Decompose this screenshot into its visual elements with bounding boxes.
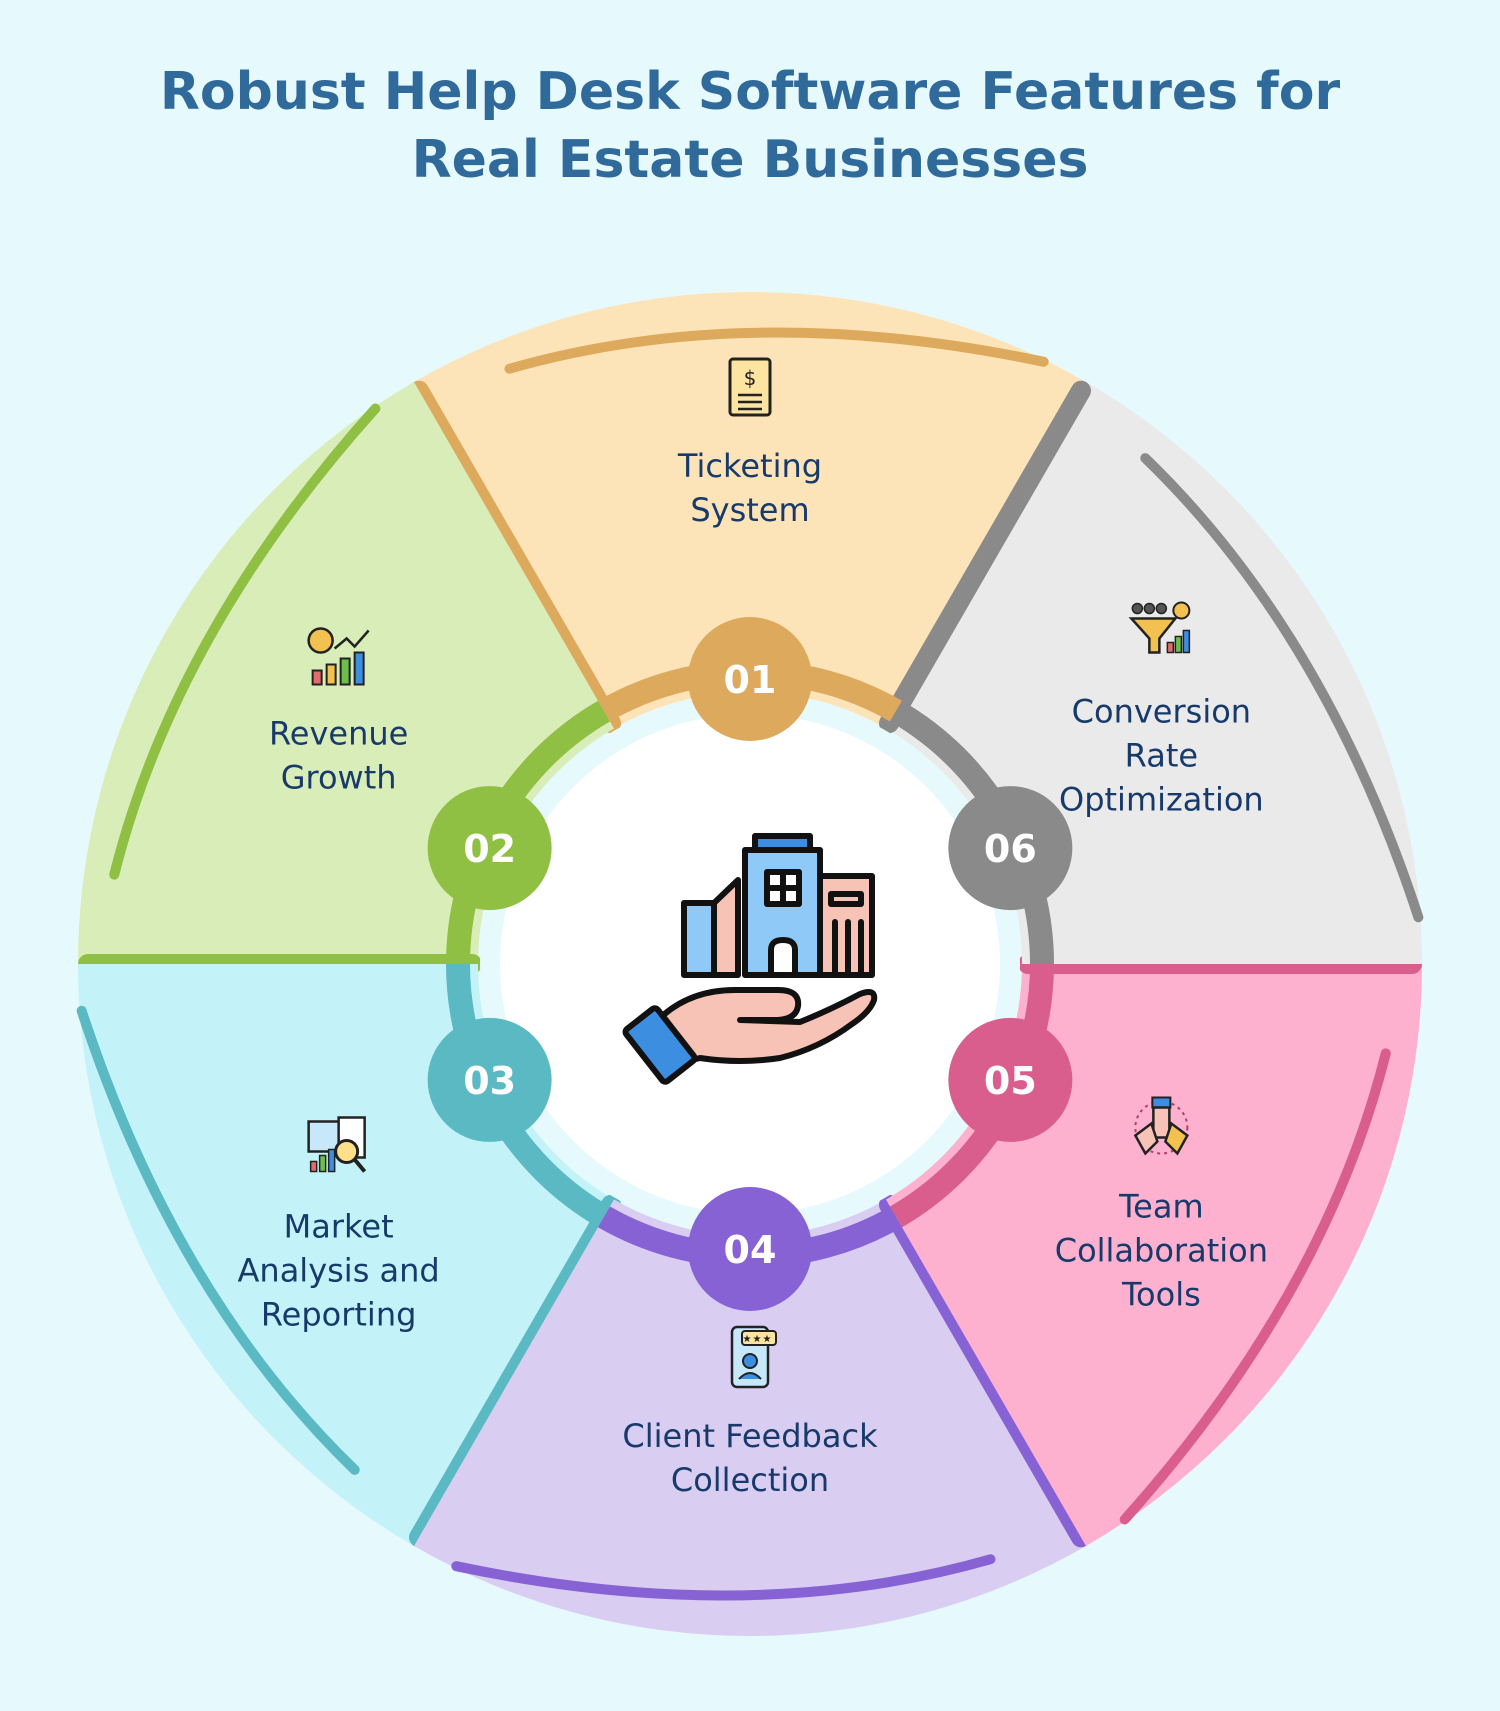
hand-holding-buildings-icon [622, 833, 878, 1085]
number-badge-01 [688, 617, 812, 741]
segment-divider-06 [879, 380, 1091, 734]
segment-label-line: Collaboration [1055, 1232, 1268, 1270]
report-bar [309, 1160, 318, 1173]
funnel-bar [1182, 629, 1191, 654]
team-hand-left [1133, 1121, 1159, 1156]
chart-bar [353, 651, 365, 686]
report-bar [318, 1154, 327, 1173]
segment-label-line: System [690, 491, 809, 529]
segment-label-line: Growth [281, 759, 397, 797]
segment-swoosh-06 [1140, 453, 1424, 923]
segment-swoosh-04 [451, 1554, 996, 1601]
team-hand-right [1163, 1121, 1189, 1156]
feedback-phone-icon: ★★★ [730, 1325, 777, 1389]
funnel-person [1131, 602, 1144, 615]
segment-label-line: Revenue [269, 715, 408, 753]
segment-label-line: Ticketing [677, 447, 822, 485]
chart-bar [339, 657, 351, 686]
segment-label-line: Client Feedback [622, 1417, 878, 1455]
rating-star: ★ [753, 1334, 762, 1345]
chart-bar [311, 669, 323, 686]
segment-swoosh-03 [76, 1005, 360, 1475]
number-badge-03 [427, 1017, 552, 1142]
page-title: Robust Help Desk Software Features for R… [0, 58, 1500, 194]
segment-label-line: Conversion [1072, 693, 1251, 731]
conversion-funnel-icon [1128, 601, 1191, 654]
segment-label-line: Analysis and [238, 1252, 440, 1290]
rating-bubble [741, 1330, 777, 1346]
segment-label-line: Reporting [261, 1296, 417, 1334]
magnifier-handle [353, 1158, 367, 1173]
rating-star: ★ [763, 1334, 772, 1345]
number-badge-06 [948, 786, 1073, 911]
title-line-1: Robust Help Desk Software Features for [159, 62, 1341, 122]
magnifier-lens [334, 1139, 360, 1164]
revenue-chart-icon [307, 627, 370, 686]
rating-star: ★ [743, 1334, 752, 1345]
receipt-dollar-icon: $ [728, 357, 772, 417]
funnel [1128, 617, 1178, 654]
title-line-2: Real Estate Businesses [411, 130, 1089, 190]
funnel-coin [1172, 601, 1191, 620]
segment-label-line: Market [284, 1208, 394, 1246]
number-badge-text-06: 06 [984, 827, 1037, 871]
number-badge-05 [948, 1017, 1073, 1142]
number-badge-text-04: 04 [724, 1228, 777, 1272]
funnel-person [1143, 602, 1156, 615]
segment-swoosh-02 [109, 403, 381, 880]
segment-04 [414, 1199, 1086, 1636]
number-badge-text-05: 05 [984, 1059, 1037, 1103]
chart-bar [325, 663, 337, 686]
user-body [738, 1372, 762, 1380]
segment-swoosh-01 [504, 327, 1049, 374]
number-badge-text-02: 02 [463, 827, 516, 871]
segment-label-line: Tools [1121, 1276, 1201, 1314]
funnel-bar [1166, 641, 1175, 654]
badges-layer: 01 02 03 04 05 06 [427, 617, 1073, 1311]
team-hands-icon [1133, 1096, 1189, 1156]
segment-label-line: Team [1118, 1188, 1204, 1226]
market-report-icon [307, 1116, 367, 1173]
number-badge-02 [427, 786, 552, 911]
segment-label-line: Collection [671, 1461, 829, 1499]
icons-layer: $★★★ [307, 357, 1191, 1389]
team-cuff [1151, 1096, 1172, 1109]
report-bar [327, 1148, 336, 1173]
trend-line [333, 629, 370, 650]
user-head [742, 1353, 758, 1369]
number-badge-text-03: 03 [463, 1059, 516, 1103]
number-badge-04 [688, 1187, 812, 1311]
funnel-person [1155, 602, 1168, 615]
funnel-bar [1174, 635, 1183, 654]
segment-swoosh-05 [1119, 1048, 1391, 1525]
dollar-sign: $ [744, 366, 757, 390]
number-badge-text-01: 01 [724, 658, 777, 702]
segment-label-line: Rate [1125, 737, 1198, 775]
segment-label-line: Optimization [1059, 781, 1264, 819]
coin [307, 627, 334, 654]
segment-01 [414, 291, 1086, 729]
